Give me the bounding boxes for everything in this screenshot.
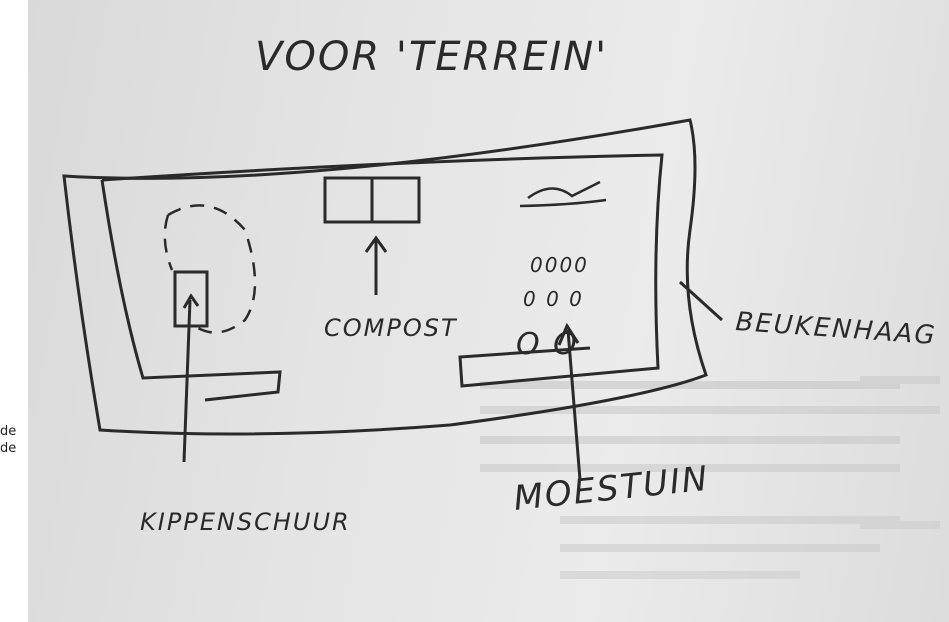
moestuin-mark-2: 0 0 0 xyxy=(523,287,584,311)
chicken-run-dashed xyxy=(167,204,257,334)
margin-text-2: de xyxy=(0,441,17,456)
moestuin-squiggle xyxy=(527,180,601,200)
terrain-inner-boundary xyxy=(101,153,664,388)
moestuin-mark-1: 0000 xyxy=(530,253,589,277)
sketch-title: VOOR 'TERREIN' xyxy=(255,34,608,80)
background-bleed xyxy=(480,376,940,579)
terrain-inner-left xyxy=(100,179,282,402)
terrain-outer-boundary xyxy=(62,118,708,436)
chicken-coop xyxy=(173,270,209,328)
margin-text-1: de xyxy=(0,424,17,439)
label-beukenhaag: BEUKENHAAG xyxy=(735,307,938,351)
label-compost: COMPOST xyxy=(324,314,458,342)
moestuin-mark-3: O O xyxy=(516,327,579,362)
label-kippenschuur: KIPPENSCHUUR xyxy=(140,508,351,536)
